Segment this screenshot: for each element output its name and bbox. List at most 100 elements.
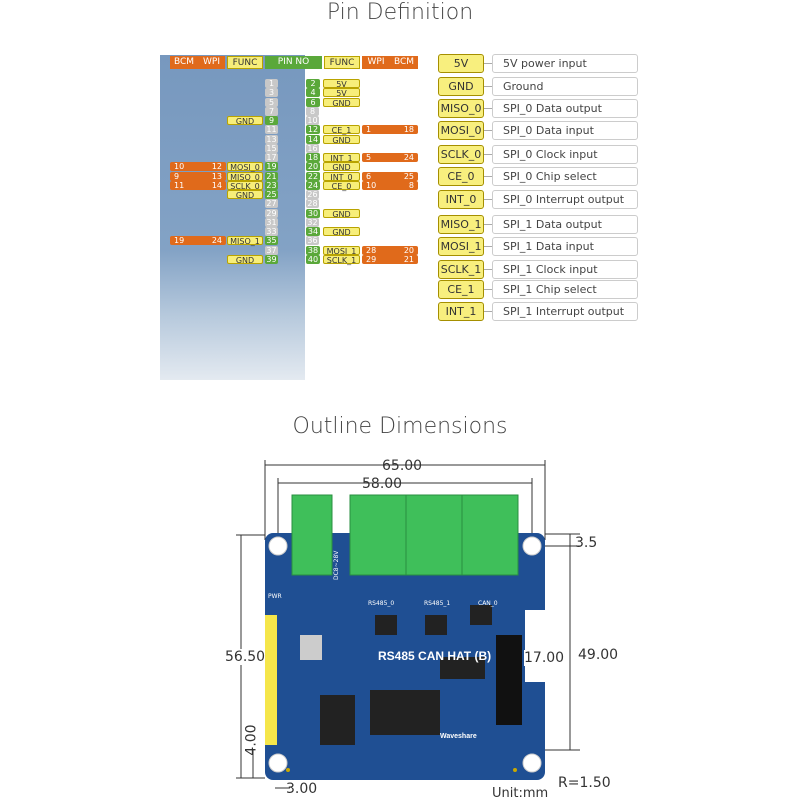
pin-function: CE_1 xyxy=(323,125,360,135)
dim-top-offset: 3.5 xyxy=(575,535,598,551)
wpi-number: 5 xyxy=(366,153,372,163)
wpi-number: 1 xyxy=(366,125,372,135)
connector-label: RS485_0 xyxy=(368,600,394,607)
pin-number: 11 xyxy=(265,125,278,135)
pin-number: 17 xyxy=(265,153,278,163)
pin-number: 31 xyxy=(265,217,278,227)
header-wpi-r: WPI xyxy=(362,56,390,69)
dim-width-total: 65.00 xyxy=(382,458,423,474)
pin-header xyxy=(265,615,277,745)
legend-key: CE_1 xyxy=(438,280,484,299)
dim-corner-radius: R=1.50 xyxy=(558,775,611,791)
connector-label: CAN_0 xyxy=(478,600,498,607)
outline-drawing: RS485 CAN HAT (B) Waveshare RS485_0 RS48… xyxy=(236,460,580,789)
legend-description: SPI_1 Data output xyxy=(492,215,638,234)
outline-dimensions-title: Outline Dimensions xyxy=(292,414,508,439)
legend-description: SPI_0 Chip select xyxy=(492,167,638,186)
wpi-number: 10 xyxy=(366,180,377,190)
bcm-number: 18 xyxy=(403,125,414,135)
pin-number: 19 xyxy=(265,162,278,172)
legend-description: SPI_1 Chip select xyxy=(492,280,638,299)
pin-number: 10 xyxy=(306,116,319,126)
pin-number: 25 xyxy=(265,190,278,200)
dim-hole-spacing-y: 49.00 xyxy=(578,647,619,663)
legend-key: MISO_0 xyxy=(438,99,484,118)
header-pin-no: PIN NO xyxy=(265,56,322,69)
legend-key: INT_0 xyxy=(438,190,484,209)
pin-number: 14 xyxy=(306,134,320,144)
pin-number: 15 xyxy=(265,143,278,153)
bcm-number: 9 xyxy=(174,171,180,181)
wpi-number: 6 xyxy=(366,171,372,181)
dim-cutout: 17.00 xyxy=(524,650,565,666)
pin-function: GND xyxy=(323,162,360,172)
pin-function: GND xyxy=(323,227,360,237)
wpi-number: 28 xyxy=(366,245,377,255)
board-name: RS485 CAN HAT (B) xyxy=(378,649,491,663)
pin-number: 26 xyxy=(306,190,319,200)
pin-number: 22 xyxy=(306,171,320,181)
pin-function: MISO_1 xyxy=(227,236,263,246)
pin-number: 39 xyxy=(265,254,278,264)
pin-number: 5 xyxy=(265,97,278,107)
pin-number: 16 xyxy=(306,143,319,153)
bcm-number: 25 xyxy=(403,171,414,181)
dim-left-offset: 3.00 xyxy=(286,781,318,797)
legend-connector xyxy=(484,289,492,290)
bcm-number: 20 xyxy=(403,245,414,255)
pin-number: 23 xyxy=(265,180,278,190)
pin-number: 32 xyxy=(306,217,319,227)
pin-wpi-bcm: 6 25 xyxy=(362,171,418,181)
terminal-blocks xyxy=(291,494,519,576)
bcm-number: 24 xyxy=(403,153,414,163)
bcm-number: 19 xyxy=(174,236,185,246)
legend-description: SPI_1 Clock input xyxy=(492,260,638,279)
pin-wpi-bcm: 5 24 xyxy=(362,153,418,163)
pin-function: GND xyxy=(227,116,263,126)
pin-number: 33 xyxy=(265,227,278,237)
header-wpi: WPI xyxy=(198,56,225,69)
legend-description: SPI_0 Data output xyxy=(492,99,638,118)
legend-connector xyxy=(484,130,492,131)
pin-number: 8 xyxy=(306,106,319,116)
pin-function: SCLK_0 xyxy=(227,180,263,191)
legend-key: MOSI_1 xyxy=(438,237,484,256)
pin-number: 1 xyxy=(265,79,278,88)
header-func: FUNC xyxy=(227,56,263,69)
wpi-number: 14 xyxy=(211,180,222,190)
pin-number: 24 xyxy=(306,180,320,190)
legend-connector xyxy=(484,269,492,270)
legend-connector xyxy=(484,311,492,312)
legend-description: SPI_0 Data input xyxy=(492,121,638,140)
pin-function: GND xyxy=(323,134,360,145)
pin-function: GND xyxy=(227,254,263,265)
dim-hole-spacing-x: 58.00 xyxy=(362,476,403,492)
bcm-number: 10 xyxy=(174,162,185,172)
pin-number: 40 xyxy=(306,254,320,264)
legend-description: Ground xyxy=(492,77,638,96)
legend-key: SCLK_0 xyxy=(438,145,484,164)
wpi-number: 24 xyxy=(211,236,222,246)
pin-function: CE_0 xyxy=(323,180,360,191)
legend-description: SPI_0 Clock input xyxy=(492,145,638,164)
pin-function: MOSI_0 xyxy=(227,162,263,172)
pin-bcm-wpi: 10 12 xyxy=(170,162,226,172)
dim-height-total: 56.50 xyxy=(225,649,266,665)
pin-function: GND xyxy=(227,190,263,200)
power-label: DC8~28V xyxy=(333,550,340,580)
pin-wpi-bcm: 28 20 xyxy=(362,245,418,255)
wpi-number: 13 xyxy=(211,171,222,181)
legend-connector xyxy=(484,86,492,87)
pin-number: 9 xyxy=(265,116,278,126)
pin-number: 6 xyxy=(306,97,320,107)
legend-description: 5V power input xyxy=(492,54,638,73)
pin-number: 27 xyxy=(265,199,278,209)
wpi-number: 12 xyxy=(211,162,222,172)
pin-number: 30 xyxy=(306,208,320,218)
pin-number: 18 xyxy=(306,153,320,163)
legend-connector xyxy=(484,199,492,200)
legend-connector xyxy=(484,154,492,155)
